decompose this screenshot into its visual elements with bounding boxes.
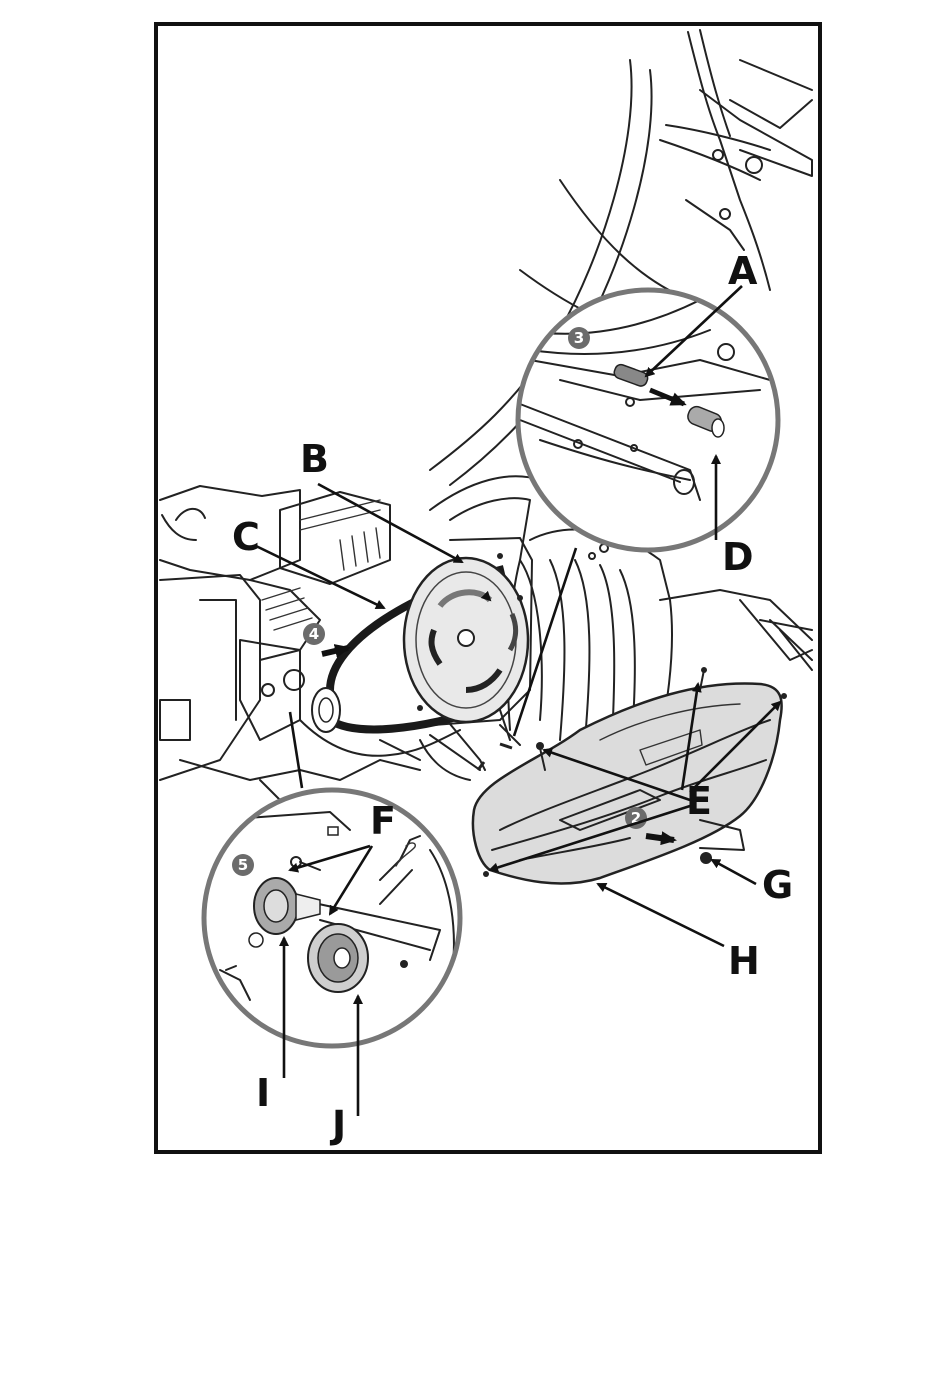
step-label-4: 4: [309, 625, 319, 643]
callout-b: B: [300, 437, 329, 481]
callout-e: E: [686, 779, 712, 823]
callout-i: I: [256, 1071, 270, 1115]
callout-a: A: [728, 249, 758, 293]
inset-detail-idler: [204, 790, 460, 1046]
callout-d: D: [722, 535, 754, 579]
callout-g: G: [762, 863, 793, 907]
callout-h: H: [728, 939, 760, 983]
callout-j: J: [329, 1103, 346, 1147]
step-label-3: 3: [574, 329, 584, 347]
step-label-5: 5: [238, 856, 248, 874]
callout-c: C: [232, 515, 260, 559]
callout-f: F: [370, 799, 396, 843]
